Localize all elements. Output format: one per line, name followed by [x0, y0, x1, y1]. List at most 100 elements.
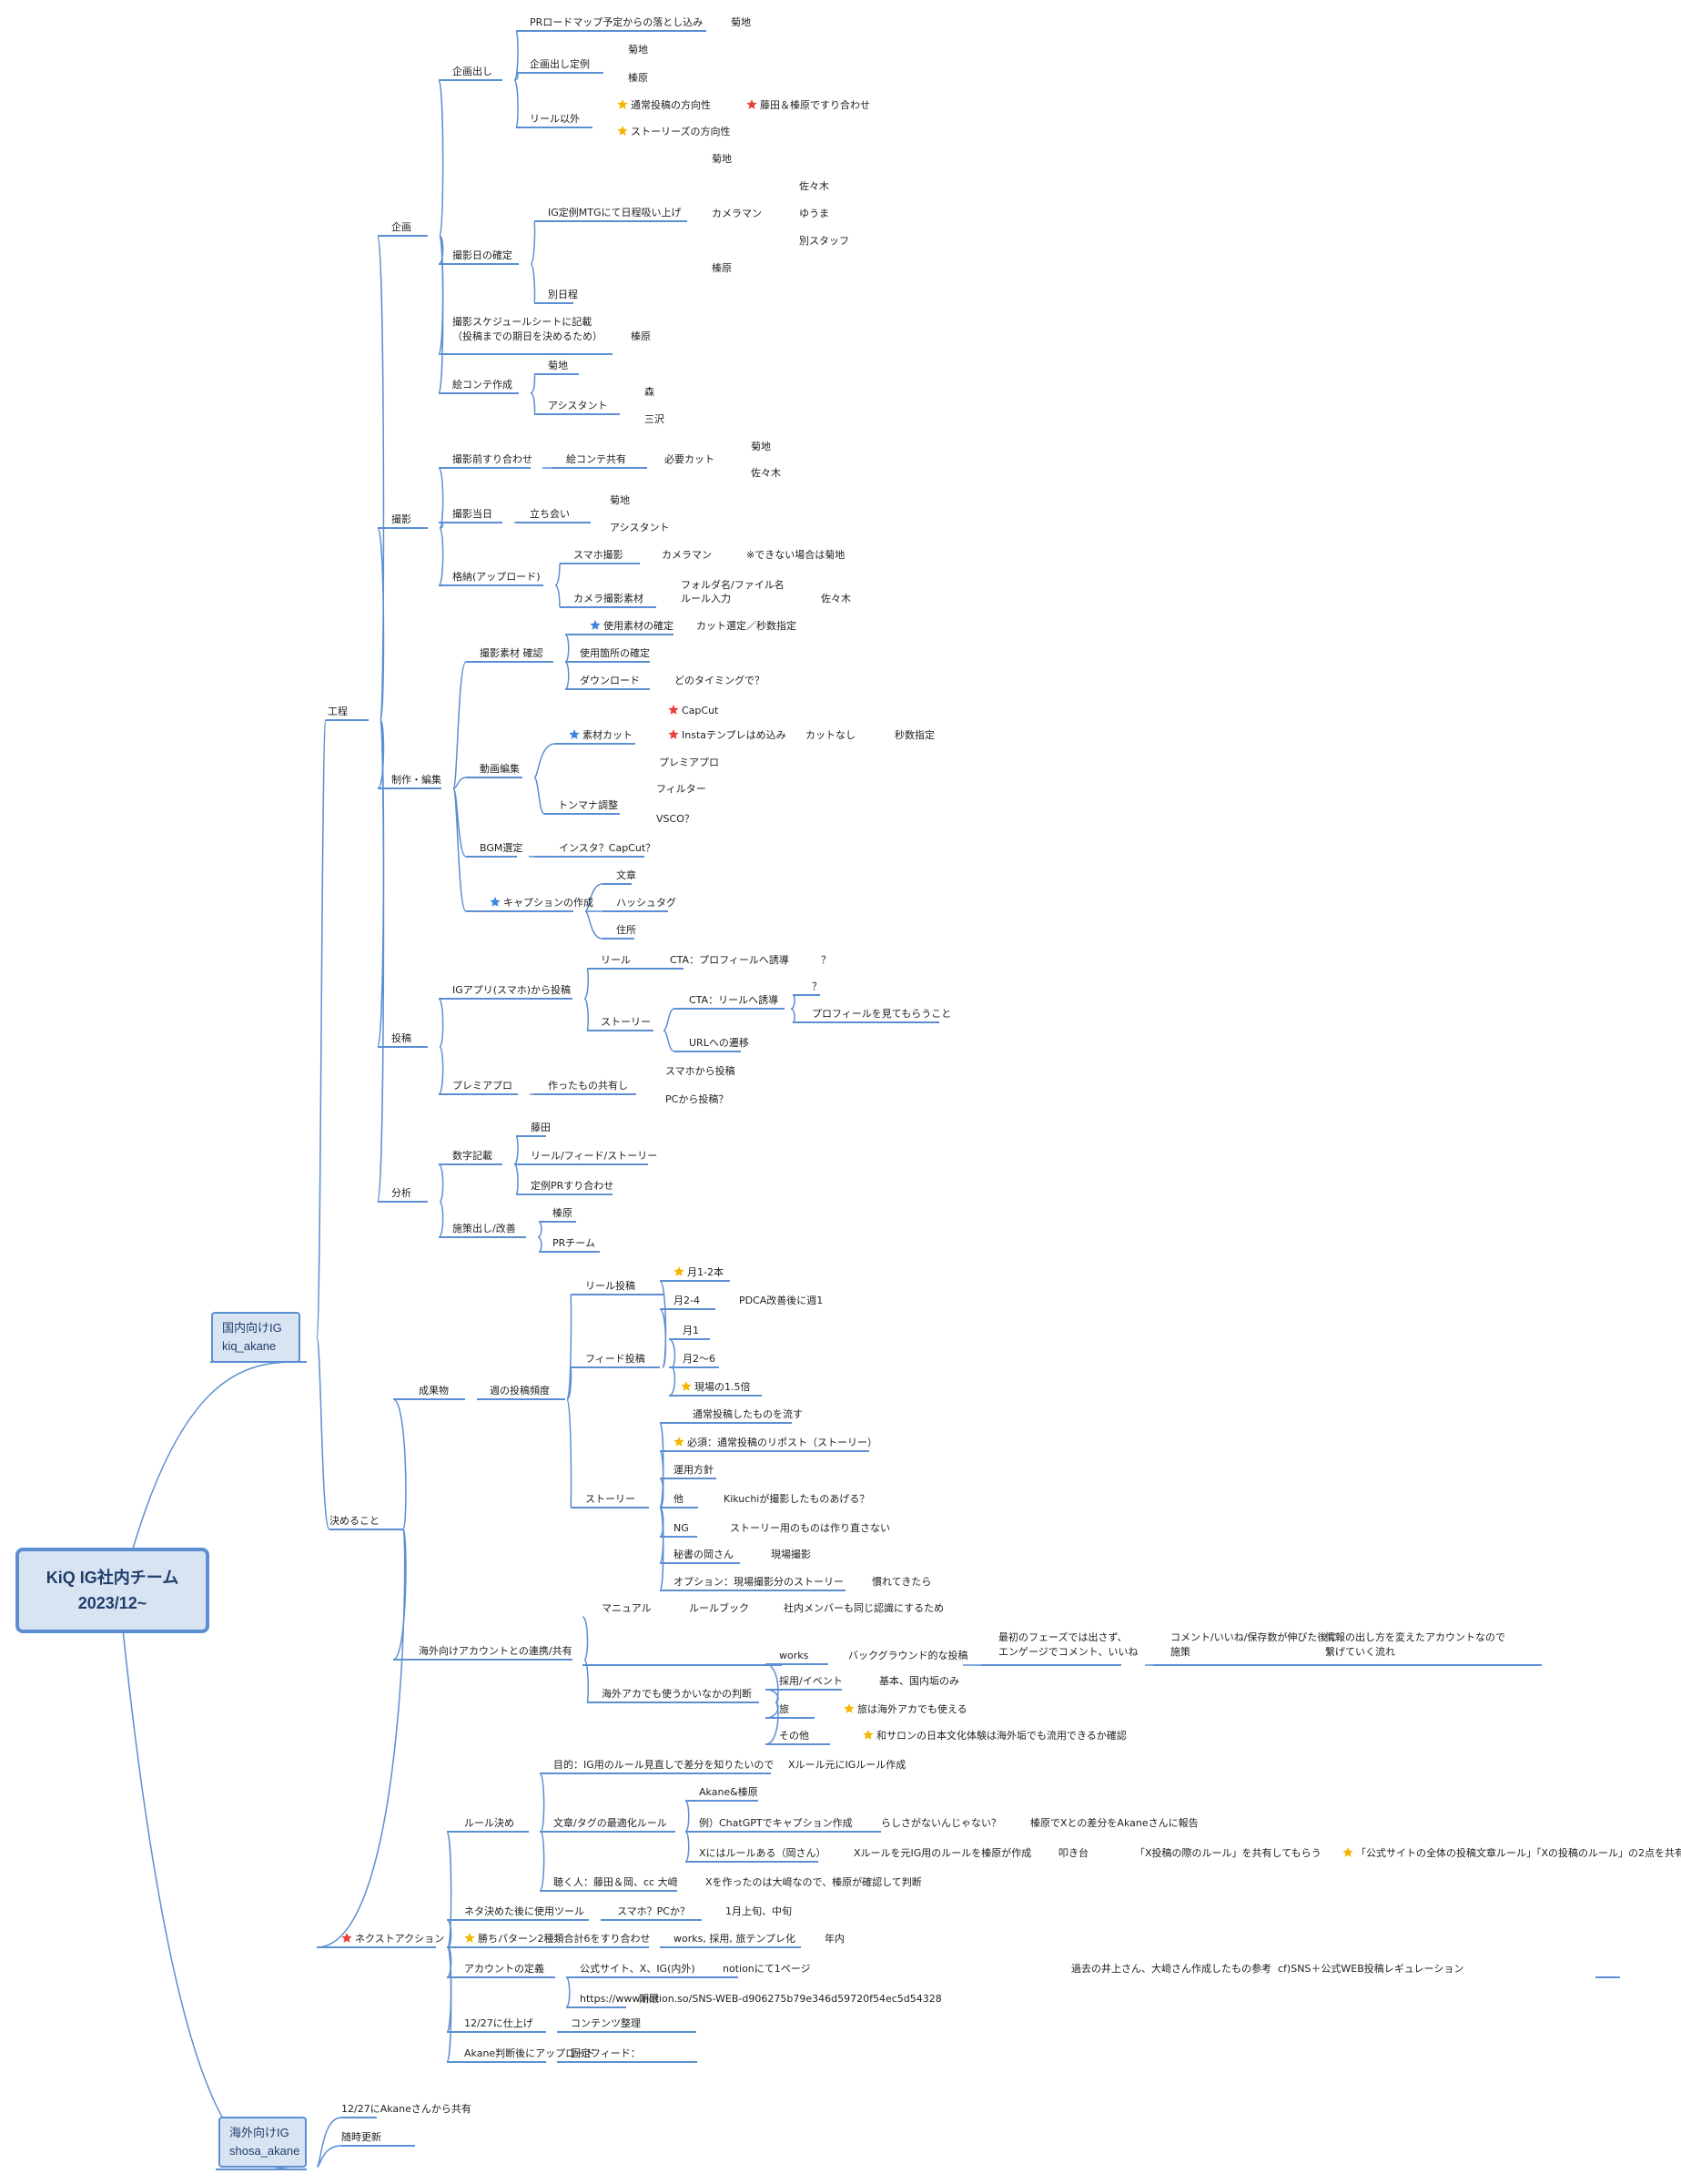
topic-label[interactable]: 通常投稿の方向性	[631, 98, 711, 111]
topic-label[interactable]: カメラマン	[712, 208, 762, 219]
topic-label[interactable]: 和サロンの日本文化体験は海外垢でも流用できるか確認	[876, 1729, 1127, 1742]
topic-label[interactable]: 繋げていく流れ	[1325, 1645, 1395, 1658]
topic-label[interactable]: プロフィールを見てもらうこと	[812, 1008, 951, 1020]
topic-label[interactable]: 秒数指定	[895, 728, 935, 741]
topic-label[interactable]: ダウンロード	[580, 674, 640, 686]
topic-label[interactable]: （投稿までの期日を決めるため）	[452, 330, 603, 342]
topic-label[interactable]: PCから投稿？	[665, 1092, 728, 1105]
topic-label[interactable]: 動画編集	[480, 762, 520, 775]
topic-label[interactable]: works	[779, 1650, 809, 1661]
topic-label[interactable]: フィード投稿	[585, 1352, 645, 1365]
topic-label[interactable]: 使用箇所の確定	[580, 646, 650, 659]
topic-label[interactable]: 格納(アップロード)	[452, 570, 541, 583]
topic-label[interactable]: 海外向けアカウントとの連携/共有	[419, 1644, 572, 1657]
topic-label[interactable]: 採用/イベント	[779, 1674, 843, 1687]
topic-label[interactable]: カット選定／秒数指定	[696, 619, 796, 632]
topic-label[interactable]: 企画	[391, 220, 411, 233]
topic-label[interactable]: 情報の出し方を変えたアカウントなので	[1325, 1630, 1505, 1643]
topic-label[interactable]: フォルダ名/ファイル名	[681, 578, 785, 591]
topic-label[interactable]: スマホから投稿	[665, 1064, 735, 1077]
topic-label[interactable]: CTA：リールへ誘導	[689, 993, 778, 1006]
topic-label[interactable]: 榛原	[631, 330, 651, 342]
topic-label[interactable]: CTA：プロフィールへ誘導	[670, 953, 789, 966]
topic-label[interactable]: アシスタント	[548, 400, 608, 411]
topic-label[interactable]: その他	[779, 1730, 809, 1742]
topic-label[interactable]: 撮影	[391, 513, 411, 525]
topic-label[interactable]: Kikuchiが撮影したものあげる？	[724, 1492, 869, 1505]
topic-label[interactable]: カメラマン	[662, 549, 712, 561]
topic-label[interactable]: cf)SNS＋公式WEB投稿レギュレーション	[1278, 1962, 1463, 1975]
topic-label[interactable]: 施策出し/改善	[452, 1222, 516, 1234]
topic-label[interactable]: IG定例MTGにて日程吸い上げ	[548, 206, 682, 218]
topic-label[interactable]: 最初のフェーズでは出さず、	[998, 1630, 1128, 1643]
topic-label[interactable]: 撮影当日	[452, 507, 492, 520]
topic-label[interactable]: アシスタント	[610, 522, 670, 533]
topic-label[interactable]: 定例PRすり合わせ	[531, 1179, 613, 1192]
topic-label[interactable]: 年内	[825, 1932, 845, 1945]
topic-label[interactable]: 旅は海外アカでも使える	[857, 1702, 967, 1715]
topic-label[interactable]: Xを作ったのは大﨑なので、榛原が確認して判断	[705, 1875, 922, 1888]
topic-label[interactable]: IGアプリ(スマホ)から投稿	[452, 983, 571, 996]
topic-label[interactable]: スマホ？PCか？	[617, 1905, 690, 1917]
topic-label[interactable]: コンテンツ整理	[571, 2016, 641, 2029]
topic-label[interactable]: 聴く人：藤田＆岡、cc 大﨑	[553, 1875, 678, 1888]
topic-label[interactable]: 例）ChatGPTでキャプション作成	[699, 1816, 853, 1829]
topic-label[interactable]: 榛原	[628, 72, 648, 84]
topic-label[interactable]: ストーリーズの方向性	[631, 125, 730, 137]
topic-label[interactable]: 菊地	[548, 360, 568, 371]
topic-label[interactable]: アカウントの定義	[464, 1962, 544, 1975]
topic-label[interactable]: BGM選定	[480, 841, 522, 854]
topic-label[interactable]: ※できない場合は菊地	[746, 548, 845, 561]
topic-label[interactable]: 別スタッフ	[799, 235, 849, 247]
topic-label[interactable]: 別日程	[548, 289, 578, 300]
topic-label[interactable]: NG	[673, 1522, 689, 1534]
topic-label[interactable]: プレミアプロ	[659, 757, 719, 768]
topic-label[interactable]: works, 採用, 旅テンプレ化	[673, 1932, 795, 1945]
topic-label[interactable]: 作ったもの共有し	[548, 1079, 628, 1092]
topic-label[interactable]: 投稿	[391, 1031, 411, 1044]
topic-label[interactable]: 佐々木	[799, 179, 829, 192]
topic-label[interactable]: ？	[812, 980, 822, 992]
topic-label[interactable]: 「X投稿の際のルール」を共有してもらう	[1135, 1846, 1322, 1859]
topic-label[interactable]: 撮影日の確定	[452, 249, 512, 261]
topic-label[interactable]: どのタイミングで？	[674, 674, 765, 686]
topic-label[interactable]: 住所	[616, 923, 636, 936]
topic-label[interactable]: リール以外	[530, 113, 580, 125]
topic-label[interactable]: 佐々木	[821, 592, 851, 604]
topic-label[interactable]: 工程	[328, 706, 348, 717]
topic-label[interactable]: ネタ決めた後に使用ツール	[464, 1905, 584, 1917]
topic-label[interactable]: 立ち会い	[530, 507, 570, 520]
topic-label[interactable]: Xルール元にIGルール作成	[788, 1759, 906, 1771]
topic-label[interactable]: PRチーム	[552, 1237, 595, 1249]
topic-label[interactable]: 月2-4	[673, 1295, 700, 1306]
topic-label[interactable]: オプション：現場撮影分のストーリー	[673, 1575, 844, 1588]
topic-label[interactable]: 三沢	[644, 412, 664, 425]
topic-label[interactable]: https://www.notion.so/SNS-WEB-d906275b79…	[580, 1993, 942, 2005]
topic-label[interactable]: ？	[821, 954, 831, 966]
topic-label[interactable]: 決めること	[329, 1515, 380, 1527]
topic-label[interactable]: 菊地	[628, 44, 648, 56]
topic-label[interactable]: 企画出し定例	[530, 57, 590, 70]
topic-label[interactable]: PDCA改善後に週1	[739, 1294, 823, 1306]
topic-label[interactable]: ルールブック	[689, 1601, 749, 1614]
topic-label[interactable]: 目的：IG用のルール見直しで差分を知りたいので	[553, 1758, 774, 1771]
topic-label[interactable]: ルール決め	[464, 1817, 514, 1829]
topic-label[interactable]: 月2〜6	[683, 1353, 715, 1365]
topic-label[interactable]: 佐々木	[751, 466, 781, 479]
topic-label[interactable]: ルール入力	[681, 593, 731, 604]
topic-label[interactable]: カットなし	[805, 729, 856, 741]
topic-label[interactable]: 菊地	[610, 494, 630, 506]
topic-label[interactable]: PRロードマップ予定からの落とし込み	[530, 15, 703, 28]
topic-label[interactable]: 月1-2本	[687, 1265, 724, 1278]
topic-label[interactable]: 撮影前すり合わせ	[452, 452, 532, 465]
topic-label[interactable]: 分析	[391, 1186, 411, 1199]
topic-label[interactable]: 固定フィード：	[571, 2047, 641, 2059]
topic-label[interactable]: 1月上旬、中旬	[725, 1905, 792, 1917]
topic-label[interactable]: 公式サイト、X、IG(内外)	[580, 1962, 695, 1975]
topic-label[interactable]: 菊地	[731, 16, 751, 28]
topic-label[interactable]: 通常投稿したものを流す	[693, 1407, 803, 1420]
topic-label[interactable]: 期限	[639, 1993, 659, 2005]
topic-label[interactable]: notionにて1ページ	[723, 1963, 811, 1975]
topic-label[interactable]: URLへの遷移	[689, 1037, 749, 1049]
topic-label[interactable]: CapCut	[682, 705, 719, 716]
